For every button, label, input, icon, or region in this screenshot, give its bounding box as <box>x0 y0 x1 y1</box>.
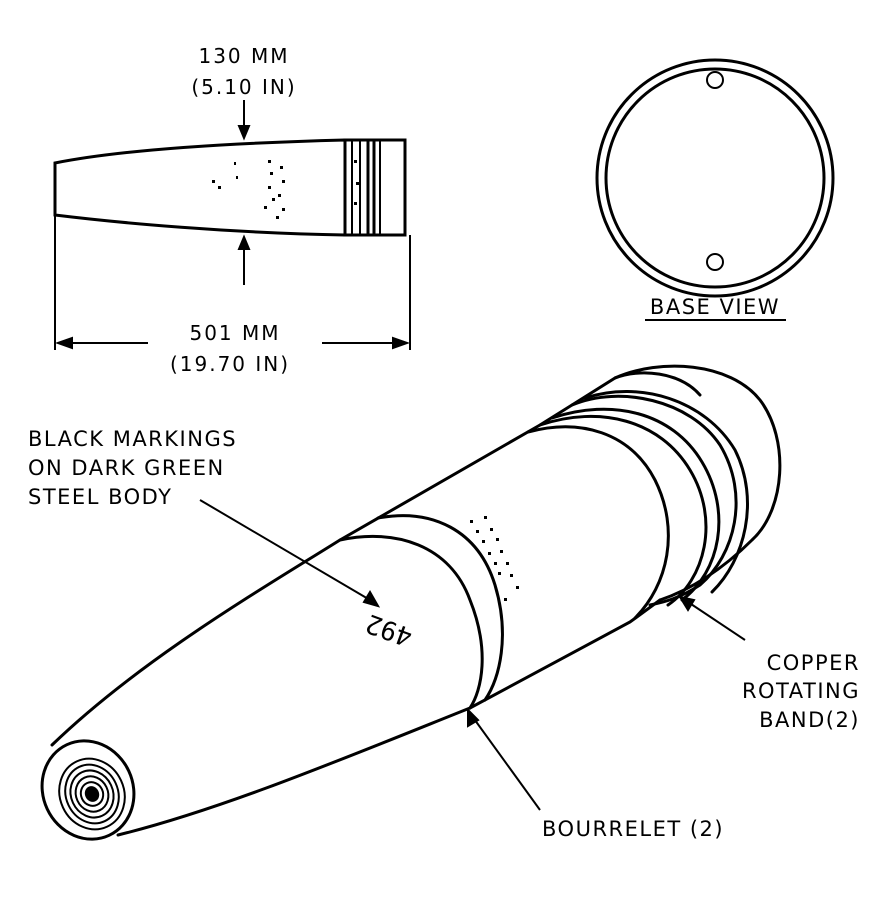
bourrelet-1 <box>338 534 484 710</box>
base-hole-bottom <box>706 253 724 271</box>
nose-fuze-well <box>40 739 136 841</box>
side-view <box>53 100 411 350</box>
diameter-in-label: (5.10 IN) <box>191 75 296 99</box>
body-stencil <box>470 516 519 601</box>
base-view-label: BASE VIEW <box>650 295 780 319</box>
projectile-perspective <box>40 364 782 841</box>
markings-label-line1: BLACK MARKINGS <box>28 427 237 451</box>
base-outer-ring <box>595 58 835 298</box>
side-view-body <box>53 138 347 237</box>
band-label-line1: COPPER <box>767 651 860 675</box>
markings-label-line2: ON DARK GREEN <box>28 456 225 480</box>
band-label-line2: ROTATING <box>742 679 860 703</box>
rotating-band-2 <box>538 414 708 607</box>
bourrelet-2 <box>376 514 504 702</box>
length-in-label: (19.70 IN) <box>170 352 290 376</box>
bourrelet-label: BOURRELET (2) <box>542 817 724 841</box>
diameter-mm-label: 130 MM <box>198 44 289 68</box>
base-view <box>595 58 835 321</box>
length-mm-label: 501 MM <box>189 321 280 345</box>
markings-label-line3: STEEL BODY <box>28 485 173 509</box>
callout-leaders <box>199 499 746 811</box>
base-inner-ring <box>604 67 826 289</box>
ogive-bottom-edge <box>116 598 662 837</box>
fuze-well-threads <box>64 763 120 825</box>
ogive-top-edge <box>50 376 617 747</box>
side-view-stencil <box>212 160 359 219</box>
body-marking: 492 <box>362 607 416 651</box>
band-label-line3: BAND(2) <box>759 708 860 732</box>
rotating-band-1 <box>570 394 738 607</box>
base-hole-top <box>706 71 724 89</box>
